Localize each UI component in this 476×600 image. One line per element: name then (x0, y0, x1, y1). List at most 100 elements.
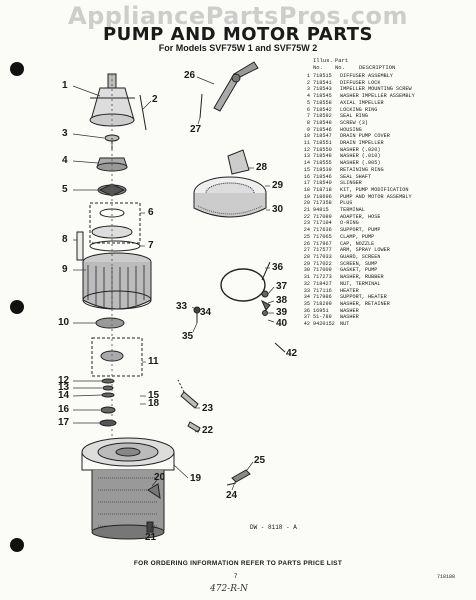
callout-4: 4 (62, 155, 68, 166)
callout-36: 36 (272, 262, 284, 273)
part-description: IMPELLER MOUNTING SCREW (340, 86, 412, 93)
part-number: 94815 (313, 207, 329, 214)
callout-8: 8 (62, 234, 68, 245)
callout-17: 17 (58, 417, 70, 428)
part-illus-no: 25 (303, 233, 310, 240)
part-illus-no: 1 (306, 73, 310, 79)
callout-22: 22 (202, 425, 214, 436)
part-number: 717022 (313, 260, 332, 267)
callout-28: 28 (256, 162, 268, 173)
part-number: 718555 (313, 160, 332, 167)
callout-11: 11 (148, 356, 159, 367)
callout-7: 7 (148, 240, 154, 251)
part-description: DIFFUSER LOCK (340, 79, 381, 86)
part-illus-no: 6 (306, 106, 310, 113)
part-illus-no: 8 (306, 119, 310, 126)
part-number: 718592 (313, 113, 332, 120)
part-description: O-RING (340, 220, 359, 227)
part-number: 717273 (313, 274, 332, 281)
part-number: 718558 (313, 99, 332, 106)
callout-15: 15 (148, 390, 160, 401)
part-description: PUMP AND MOTOR ASSEMBLY (340, 193, 412, 200)
part-description: GASKET, PUMP (340, 267, 378, 274)
revision-code: 718188 (437, 574, 456, 580)
callout-30: 30 (272, 204, 284, 215)
part-number: 718696 (313, 193, 332, 200)
part-illus-no: 26 (303, 240, 310, 247)
part-illus-no: 17 (303, 180, 310, 187)
part-illus-no: 10 (303, 133, 310, 140)
part-description: WASHER (.005) (340, 160, 381, 167)
part-illus-no: 36 (303, 307, 310, 314)
part-illus-no: 30 (303, 267, 310, 274)
callout-3: 3 (62, 128, 68, 139)
part-description: SEAL SHAFT (340, 173, 372, 180)
page-title: PUMP AND MOTOR PARTS (102, 24, 374, 45)
part-number: 718539 (313, 166, 332, 173)
part-description: PLUG (340, 200, 353, 207)
part-description: WASHER IMPELLER ASSEMBLY (340, 93, 415, 100)
part-description: SEAL RING (340, 113, 369, 120)
callout-39: 39 (276, 307, 288, 318)
callout-2: 2 (152, 94, 158, 105)
part-description: WASHER (340, 314, 359, 321)
parts-list-header: Illus. Part No. No. DESCRIPTION (300, 57, 472, 71)
part-description: DIFFUSER ASSEMBLY (340, 73, 393, 79)
part-illus-no: 20 (303, 200, 310, 207)
part-illus-no: 24 (303, 227, 310, 234)
page-number: 7 (234, 574, 238, 580)
part-description: ARM, SPRAY LOWER (340, 247, 390, 254)
header-illus: Illus. (313, 57, 333, 64)
drawing-number: DW - 8118 - A (250, 524, 297, 531)
part-illus-no: 35 (303, 300, 310, 307)
callout-25: 25 (254, 455, 266, 466)
part-illus-no: 31 (303, 274, 310, 281)
part-illus-no: 22 (303, 213, 310, 220)
part-illus-no: 11 (303, 140, 310, 147)
callout-1: 1 (62, 80, 68, 91)
part-illus-no: 2 (306, 79, 310, 86)
spray-arm-part (213, 61, 259, 112)
part-number: 718545 (313, 93, 332, 100)
site-watermark: AppliancePartsPros.com (68, 2, 408, 30)
callout-6: 6 (148, 207, 154, 218)
part-number: 718548 (313, 153, 332, 160)
part-illus-no: 16 (303, 173, 310, 180)
header-no: No. (313, 64, 323, 71)
part-description: LOCKING RING (340, 106, 378, 113)
callout-14: 14 (58, 390, 70, 401)
part-illus-no: 18 (303, 186, 310, 193)
part-illus-no: 29 (303, 260, 310, 267)
part-description: CLAMP, PUMP (340, 233, 375, 240)
callout-21: 21 (145, 532, 157, 543)
part-illus-no: 7 (306, 113, 310, 120)
part-illus-no: 21 (303, 207, 310, 214)
part-illus-no: 14 (303, 160, 310, 167)
locking-bolt-part (104, 134, 120, 150)
part-number: 718540 (313, 180, 332, 187)
part-number: 717116 (313, 287, 332, 294)
part-description: WASHER, RUBBER (340, 274, 384, 281)
part-number: 717033 (313, 253, 332, 260)
part-description: KIT, PUMP MODIFICATION (340, 186, 409, 193)
part-illus-no: 13 (303, 153, 310, 160)
part-illus-no: 34 (303, 294, 310, 301)
callout-5: 5 (62, 184, 68, 195)
part-number: 717636 (313, 227, 332, 234)
